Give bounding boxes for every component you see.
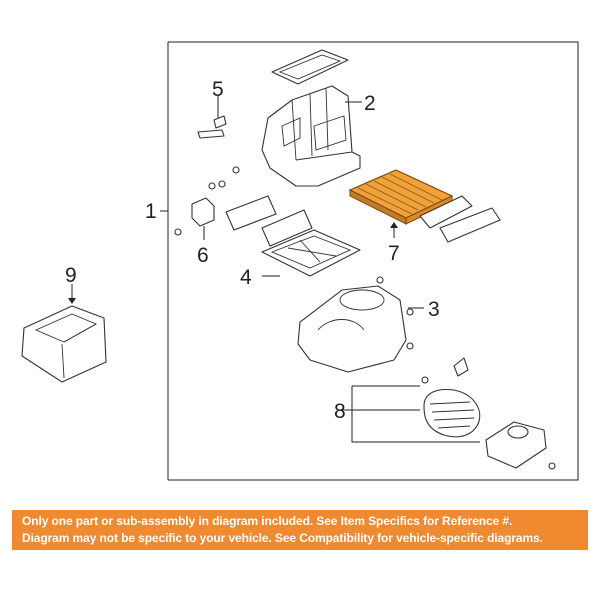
callout-3: 3: [428, 298, 440, 321]
callout-7: 7: [388, 242, 400, 265]
actuator-part[interactable]: [191, 197, 215, 240]
filter-frames[interactable]: [225, 195, 313, 247]
callout-8: 8: [334, 400, 346, 423]
callout-2: 2: [364, 92, 376, 115]
filter-covers[interactable]: [419, 195, 501, 243]
callout-6: 6: [197, 244, 209, 267]
notice-line-2: Diagram may not be specific to your vehi…: [22, 531, 543, 545]
callout-4: 4: [240, 266, 252, 289]
callout-9: 9: [65, 264, 77, 287]
callout-1: 1: [145, 200, 157, 223]
blower-housing-lower[interactable]: [297, 285, 424, 373]
blower-case-upper[interactable]: [261, 49, 362, 187]
blower-motor-assembly[interactable]: [338, 357, 547, 469]
assembly-frame: [160, 41, 579, 481]
lever-part[interactable]: [197, 96, 227, 139]
notice-banner: Only one part or sub-assembly in diagram…: [12, 510, 588, 550]
cabin-air-filter[interactable]: [348, 169, 454, 238]
filter-housing-lid[interactable]: [261, 229, 361, 277]
notice-line-1: Only one part or sub-assembly in diagram…: [22, 514, 513, 528]
callout-5: 5: [212, 78, 224, 101]
air-duct[interactable]: [21, 284, 107, 383]
fasteners: [174, 166, 556, 470]
